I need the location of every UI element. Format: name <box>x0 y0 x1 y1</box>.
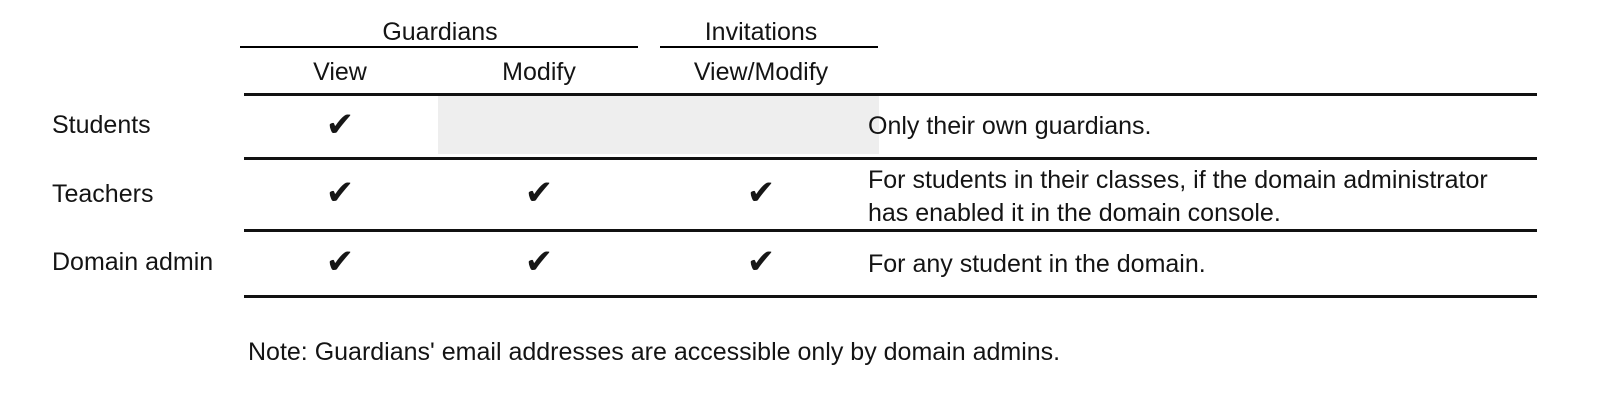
column-header-invitations-viewmodify: View/Modify <box>693 58 829 86</box>
checkmark-icon: ✔ <box>524 173 554 213</box>
row-label-teachers: Teachers <box>52 180 154 208</box>
group-header-rule-invitations <box>660 46 878 48</box>
group-header-rule-guardians <box>240 46 638 48</box>
table-rule-after-teachers <box>244 229 1537 232</box>
table-footnote: Note: Guardians' email addresses are acc… <box>248 338 1061 366</box>
row-description-students: Only their own guardians. <box>868 112 1152 140</box>
checkmark-icon: ✔ <box>524 242 554 282</box>
table-rule-bottom <box>244 295 1537 298</box>
row-description-teachers: For students in their classes, if the do… <box>868 166 1488 227</box>
checkmark-icon: ✔ <box>325 173 355 213</box>
checkmark-icon: ✔ <box>325 105 355 145</box>
column-header-guardians-modify: Modify <box>502 58 576 86</box>
group-header-guardians: Guardians <box>382 18 498 46</box>
group-header-invitations: Invitations <box>704 18 818 46</box>
row-label-students: Students <box>52 111 151 139</box>
row-description-domain-admin: For any student in the domain. <box>868 250 1206 278</box>
disabled-cell-shading-students <box>438 96 879 154</box>
table-rule-after-students <box>244 157 1537 160</box>
checkmark-icon: ✔ <box>746 173 776 213</box>
row-label-domain-admin: Domain admin <box>52 248 214 276</box>
table-rule-top <box>244 93 1537 96</box>
checkmark-icon: ✔ <box>746 242 776 282</box>
checkmark-icon: ✔ <box>325 242 355 282</box>
column-header-guardians-view: View <box>313 58 367 86</box>
